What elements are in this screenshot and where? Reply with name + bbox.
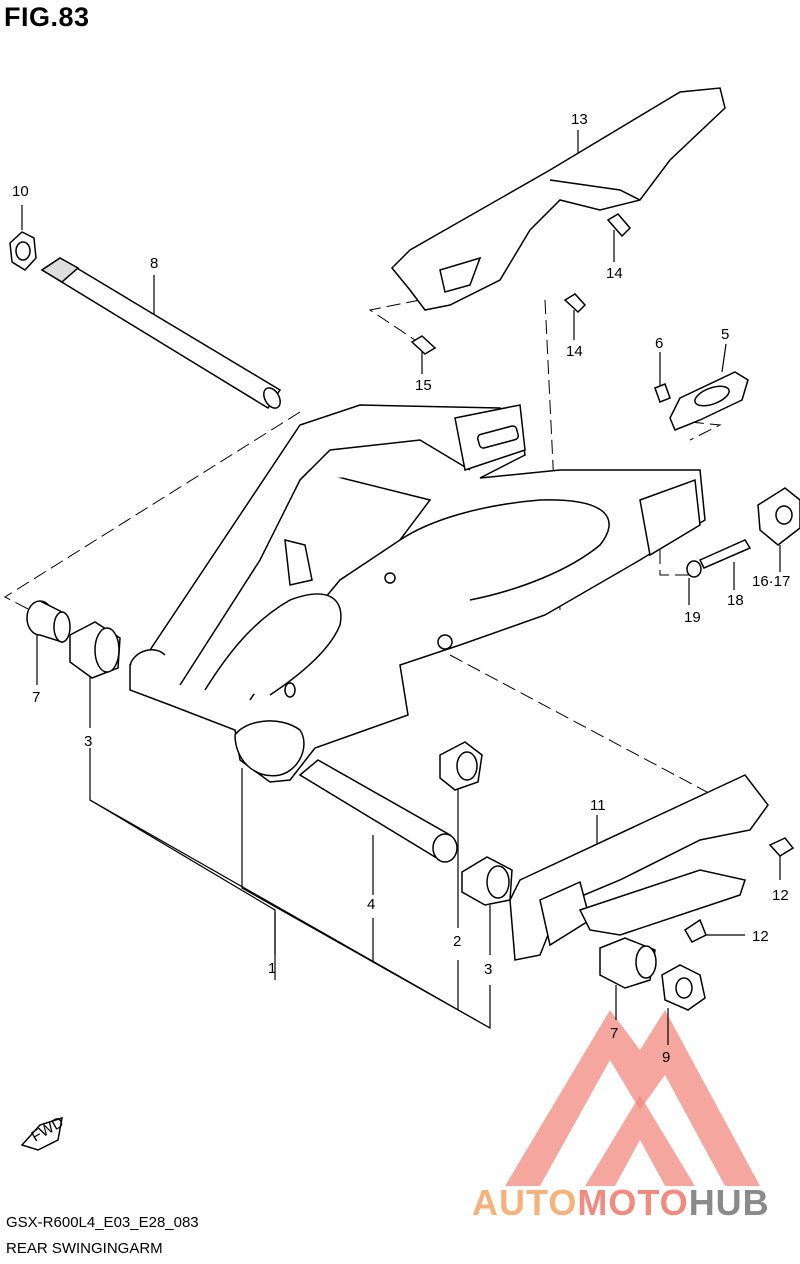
callout-11: 11 bbox=[590, 797, 606, 814]
watermark-wordmark: AUTOMOTOHUB bbox=[472, 1182, 770, 1224]
watermark-logo-icon bbox=[505, 1010, 760, 1186]
small-hardware bbox=[410, 213, 795, 943]
watermark-part-2: MOTO bbox=[577, 1182, 689, 1223]
callout-4: 4 bbox=[367, 896, 375, 913]
callout-12b: 12 bbox=[752, 928, 769, 945]
callout-3b: 3 bbox=[484, 961, 492, 978]
callout-14b: 14 bbox=[566, 343, 583, 360]
callout-2: 2 bbox=[453, 933, 461, 950]
swingarm-body bbox=[129, 404, 706, 783]
watermark-part-3: HUB bbox=[688, 1182, 770, 1223]
callout-labels: 10 8 13 14 14 15 6 5 7 3 19 18 16·17 11 … bbox=[12, 111, 790, 1066]
right-collar-and-nut bbox=[599, 937, 706, 1011]
callout-16-17: 16·17 bbox=[752, 573, 790, 590]
callout-7a: 7 bbox=[32, 689, 40, 706]
section-name: REAR SWINGINGARM bbox=[6, 1240, 163, 1257]
dashed-guide-lines bbox=[3, 299, 751, 816]
pivot-axle bbox=[40, 257, 282, 410]
model-code: GSX-R600L4_E03_E28_083 bbox=[6, 1214, 199, 1231]
callout-14a: 14 bbox=[606, 265, 623, 282]
figure-title: FIG.83 bbox=[4, 2, 90, 32]
callout-19: 19 bbox=[684, 609, 701, 626]
callout-8: 8 bbox=[150, 255, 158, 272]
callout-1: 1 bbox=[268, 960, 276, 977]
chain-buffer bbox=[509, 774, 769, 961]
callout-9: 9 bbox=[662, 1049, 670, 1066]
watermark-part-1: AUTO bbox=[472, 1182, 578, 1223]
callout-18: 18 bbox=[727, 592, 744, 609]
chain-adjusters bbox=[669, 371, 800, 546]
fwd-arrow-icon: FWD bbox=[20, 1114, 67, 1151]
callout-13: 13 bbox=[571, 111, 588, 128]
callout-12a: 12 bbox=[772, 887, 789, 904]
callout-6: 6 bbox=[655, 335, 663, 352]
chain-guard bbox=[390, 87, 726, 311]
callout-15: 15 bbox=[415, 377, 432, 394]
leader-lines bbox=[21, 130, 781, 1045]
lock-nut bbox=[9, 231, 37, 271]
left-bushings bbox=[26, 600, 121, 679]
callout-5: 5 bbox=[721, 326, 729, 343]
callout-3a: 3 bbox=[84, 733, 92, 750]
pivot-shaft-and-bearings bbox=[298, 741, 513, 906]
callout-7b: 7 bbox=[610, 1025, 618, 1042]
callout-10: 10 bbox=[12, 183, 29, 200]
